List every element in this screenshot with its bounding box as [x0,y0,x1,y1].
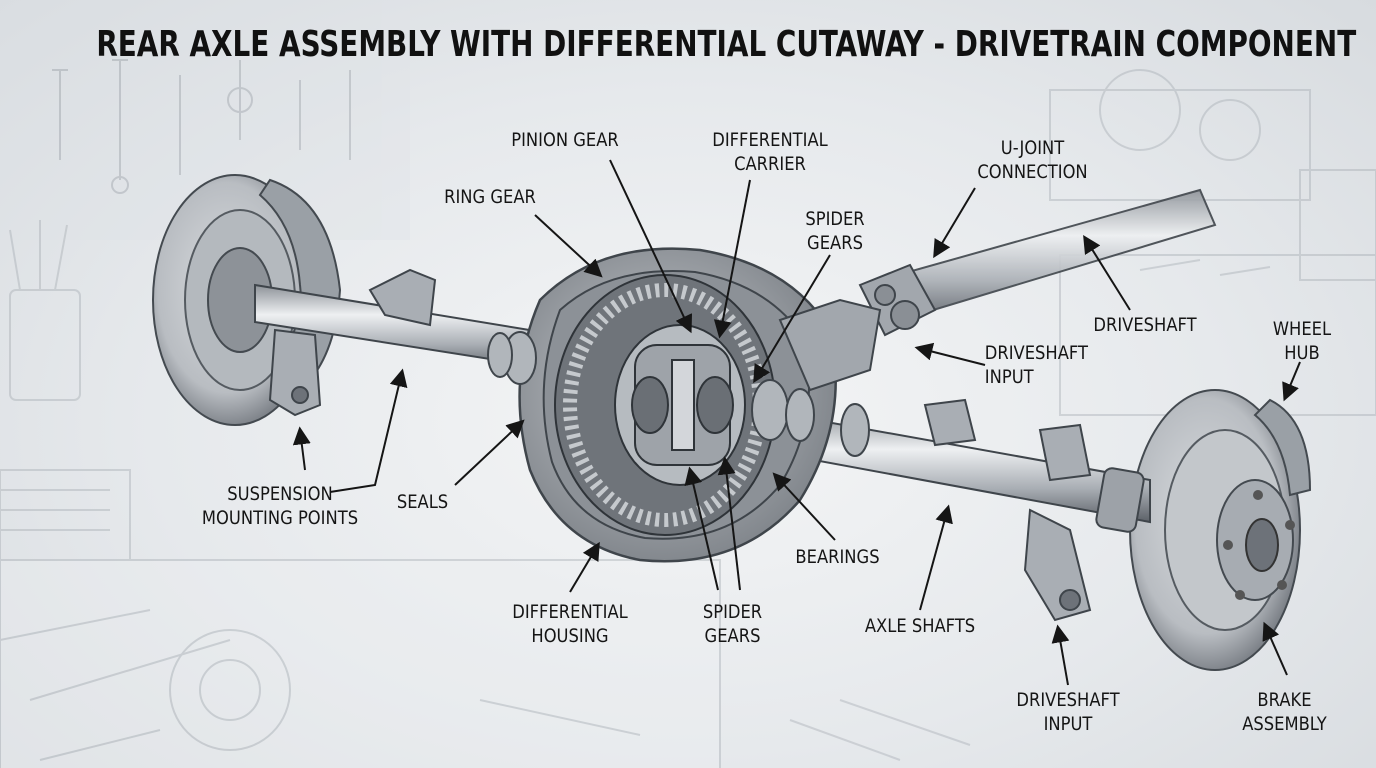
pegboard-tools [52,59,351,194]
differential-carrier [631,344,734,466]
label-spider-gears-bottom: SPIDER GEARS [702,601,763,647]
arrow-ring-gear [534,214,603,278]
arrow-u-joint [933,187,976,259]
label-ring-gear: RING GEAR [444,186,536,208]
arrow-suspension-right [329,368,408,493]
right-brake-disc [1129,389,1312,671]
arrow-pinion-gear [609,159,693,334]
suspension-mounts [268,268,1092,622]
label-spider-gears-top: SPIDER GEARS [805,208,865,254]
label-differential-housing: DIFFERENTIAL HOUSING [512,601,628,647]
label-axle-shafts: AXLE SHAFTS [864,615,976,637]
arrow-wheel-hub [1282,361,1301,402]
arrow-spider-gears-bottom-b [717,456,741,591]
arrow-spider-gears-bottom-a [684,466,719,591]
label-driveshaft: DRIVESHAFT [1093,314,1197,336]
arrow-bearings [772,472,836,541]
arrow-driveshaft-input-bottom [1051,624,1070,686]
label-wheel-hub: WHEEL HUB [1272,318,1332,364]
label-driveshaft-input-bottom: DRIVESHAFT INPUT [1016,689,1120,735]
label-differential-carrier: DIFFERENTIAL CARRIER [712,129,828,175]
arrow-brake-assembly [1262,621,1288,676]
arrow-differential-housing [569,541,600,593]
label-driveshaft-input-right: DRIVESHAFT INPUT [984,342,1088,388]
diagram-title: REAR AXLE ASSEMBLY WITH DIFFERENTIAL CUT… [96,24,1357,65]
arrow-driveshaft [1083,234,1131,311]
label-pinion-gear: PINION GEAR [511,129,619,151]
bearings-seals [487,331,870,457]
arrow-suspension-left [292,426,311,471]
arrow-spider-gears-top [753,254,831,384]
label-suspension-mounting-points: SUSPENSION MOUNTING POINTS [201,483,359,529]
label-brake-assembly: BRAKE ASSEMBLY [1242,689,1327,735]
label-seals: SEALS [396,491,449,513]
leader-arrows [292,159,1301,686]
label-bearings: BEARINGS [795,546,880,568]
arrow-differential-carrier [713,179,751,339]
label-u-joint-connection: U-JOINT CONNECTION [977,137,1088,183]
arrow-axle-shafts [919,504,953,611]
arrow-seals [454,419,525,486]
arrow-driveshaft-input-right [914,342,986,366]
